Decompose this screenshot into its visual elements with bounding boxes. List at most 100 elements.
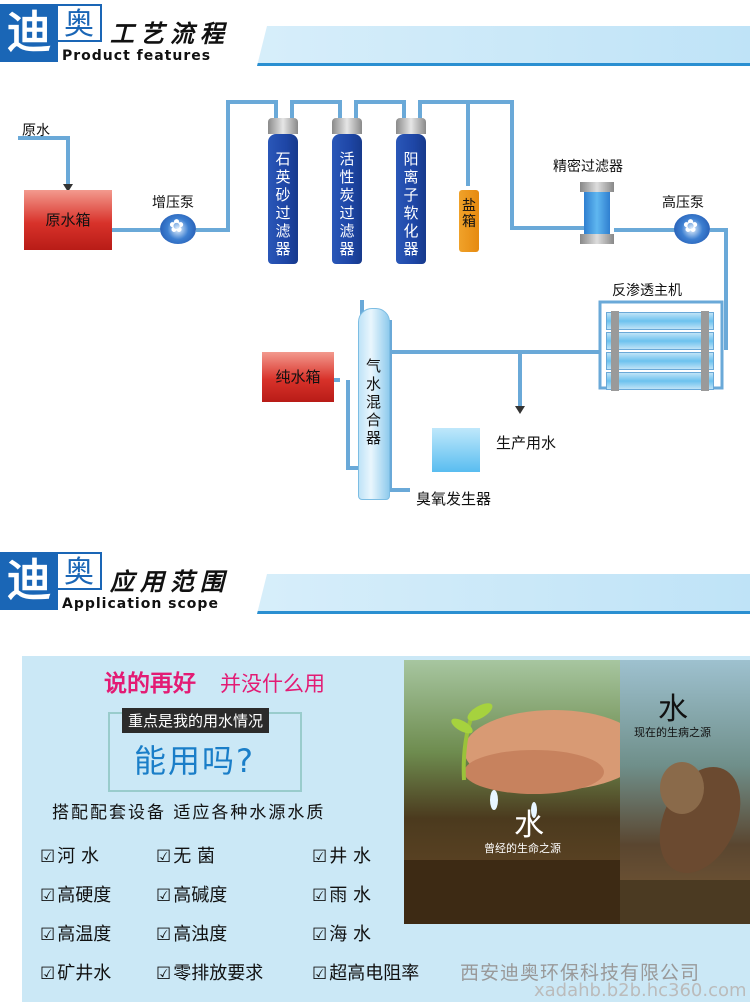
section-header-application: 迪 奥 应用范围 Application scope [0,552,750,622]
company-url[interactable]: xadahb.b2b.hc360.com [534,980,747,1001]
check-item: ☑井 水 [312,842,371,868]
check-icon: ☑ [312,964,328,984]
precision-filter-cap [580,182,614,192]
header-bar [252,26,750,66]
check-icon: ☑ [40,964,56,984]
pure-water-tank-label: 纯水箱 [275,368,321,386]
check-icon: ☑ [40,847,56,867]
company-name: 西安迪奥环保科技有限公司 [460,962,701,984]
check-icon: ☑ [312,925,328,945]
arrow-production [515,406,525,414]
check-label: 无 菌 [173,846,215,867]
hand-sprout-illustration [404,703,638,924]
high-pump-icon [674,214,710,244]
ozone-generator-label: 臭氧发生器 [416,490,492,508]
softener-cap [396,118,426,134]
pipe-carbon-softener [354,100,406,120]
check-item: ☑高浊度 [156,920,227,946]
check-icon: ☑ [40,925,56,945]
check-label: 雨 水 [329,885,371,906]
section-title: 工艺流程 [110,20,230,48]
check-icon: ☑ [40,886,56,906]
check-label: 河 水 [57,846,99,867]
pipe-ro-mixer [382,350,600,380]
precision-filter-base [580,234,614,244]
check-label: 高温度 [57,924,112,945]
question-text: 能用吗? [134,742,255,780]
pipe-quartz-carbon [290,100,342,120]
pipe-pump-quartz [196,100,278,232]
carbon-filter-cap [332,118,362,134]
check-icon: ☑ [312,886,328,906]
check-icon: ☑ [156,964,172,984]
salt-box-label: 盐箱 [462,198,476,230]
ro-membrane-4 [606,371,714,391]
check-label: 高硬度 [57,885,112,906]
section-subtitle: Product features [62,48,212,64]
production-water-tank [432,428,480,472]
brand-logo-ao-2: 奥 [58,552,102,590]
ro-membrane-1 [606,311,714,331]
check-icon: ☑ [156,847,172,867]
photo-caption-2: 现在的生病之源 [634,726,711,739]
quartz-filter-cap [268,118,298,134]
salt-box: 盐箱 [459,190,479,252]
pipe-ro-production [518,350,598,410]
check-label: 井 水 [329,846,371,867]
raw-water-tank: 原水箱 [24,190,112,250]
check-item: ☑雨 水 [312,881,371,907]
polluted-water-photo: 水 现在的生病之源 [620,660,750,924]
mixer-label: 气水混合器 [366,357,382,447]
ro-unit-label: 反渗透主机 [612,283,682,299]
check-item: ☑零排放要求 [156,959,263,985]
softener-label: 阳离子软化器 [403,150,419,258]
section-header-process: 迪 奥 工艺流程 Product features [0,4,750,74]
carbon-filter: 活性炭过滤器 [332,134,362,264]
check-item: ☑河 水 [40,842,99,868]
check-label: 矿井水 [57,963,112,984]
check-icon: ☑ [156,886,172,906]
check-label: 零排放要求 [173,963,264,984]
brand-logo-ao: 奥 [58,4,102,42]
check-item: ☑高温度 [40,920,111,946]
rusty-can-illustration [620,762,750,924]
pipe-raw-in [18,136,70,188]
headline-secondary: 并没什么用 [220,672,326,696]
booster-pump-label: 增压泵 [152,195,194,211]
check-label: 海 水 [329,924,371,945]
brand-logo-di-2: 迪 [0,552,58,610]
check-item: ☑无 菌 [156,842,215,868]
application-panel: 说的再好 并没什么用 重点是我的用水情况 能用吗? 搭配配套设备 适应各种水源水… [22,656,750,1002]
check-label: 高浊度 [173,924,228,945]
pure-water-tank: 纯水箱 [262,352,334,402]
arrow-raw-in [63,184,73,192]
check-item: ☑海 水 [312,920,371,946]
precision-filter [580,182,614,244]
carbon-filter-label: 活性炭过滤器 [339,150,355,258]
ro-membrane-3 [606,351,714,371]
check-item: ☑矿井水 [40,959,111,985]
check-item: ☑高硬度 [40,881,111,907]
ro-membrane-2 [606,331,714,351]
check-label: 超高电阻率 [329,963,420,984]
check-item: ☑超高电阻率 [312,959,419,985]
booster-pump-icon [160,214,196,244]
raw-water-label: 原水 [22,123,50,139]
quartz-filter-label: 石英砂过滤器 [275,150,291,258]
quartz-filter: 石英砂过滤器 [268,134,298,264]
section-subtitle-2: Application scope [62,596,219,612]
header-bar-2 [252,574,750,614]
raw-water-tank-label: 原水箱 [45,211,91,229]
check-icon: ☑ [312,847,328,867]
production-water-label: 生产用水 [496,434,557,452]
photo-water-char-2: 水 [658,692,688,727]
brand-logo-di: 迪 [0,4,58,62]
app-headline: 说的再好 并没什么用 [104,664,325,698]
check-icon: ☑ [156,925,172,945]
hand-water-photo: 水 曾经的生命之源 [404,660,638,924]
focus-banner: 重点是我的用水情况 [122,708,270,733]
check-label: 高碱度 [173,885,228,906]
pipe-mixer-left [346,380,360,470]
air-water-mixer: 气水混合器 [358,308,390,500]
process-diagram: 原水 原水箱 增压泵 石英砂过滤器 活性炭过滤器 阳离子软化器 盐箱 精密过滤器… [0,80,750,520]
